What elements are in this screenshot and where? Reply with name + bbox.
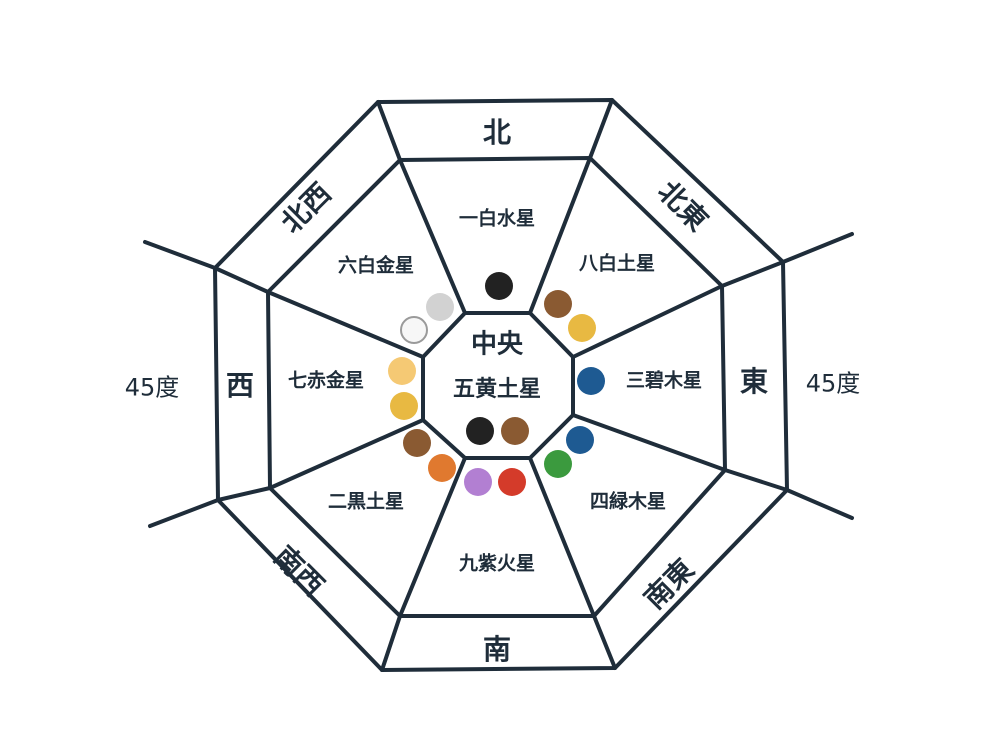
color-dot-south-purple (464, 468, 492, 496)
color-dot-northwest-grey (426, 293, 454, 321)
outer-divider-line (380, 614, 402, 672)
center-title: 中央 (470, 329, 524, 360)
star-south: 九紫火星 (458, 552, 536, 575)
outer-divider-line (592, 614, 617, 670)
color-dot-southeast-blue (566, 426, 594, 454)
angle-extension-line (148, 498, 220, 528)
inner-divider-line (266, 290, 425, 359)
star-west: 七赤金星 (287, 369, 365, 392)
center-star: 五黄土星 (452, 377, 542, 402)
star-southeast: 四緑木星 (589, 490, 667, 513)
direction-west: 西 (225, 369, 255, 402)
color-dot-northeast-yellow (568, 314, 596, 342)
color-dot-northeast-brown (544, 290, 572, 318)
inner-divider-line (571, 284, 724, 359)
outer-divider-line (216, 486, 272, 502)
inner-divider-line (398, 158, 467, 315)
inner-divider-line (398, 456, 467, 618)
outer-divider-line (723, 468, 789, 492)
direction-north: 北 (482, 116, 512, 149)
direction-south: 南 (482, 633, 512, 666)
color-dot-center-black (466, 417, 494, 445)
direction-east: 東 (739, 365, 769, 398)
color-dot-center-brown (501, 417, 529, 445)
outer-divider-line (588, 98, 614, 160)
star-southwest: 二黒土星 (327, 490, 405, 513)
angle-extension-line (143, 240, 217, 270)
color-dot-east-blue (577, 367, 605, 395)
inner-divider-line (528, 456, 596, 618)
color-dot-north-black (485, 272, 513, 300)
outer-divider-line (720, 260, 785, 288)
angle-extension-line (781, 232, 854, 264)
color-dot-west-light-yellow (388, 357, 416, 385)
outer-divider-line (213, 266, 270, 294)
inner-divider-line (268, 418, 425, 490)
angle-label-left: 45度 (124, 373, 180, 402)
angle-extension-line (785, 488, 854, 520)
star-east: 三碧木星 (625, 369, 703, 392)
star-northeast: 八白土星 (578, 252, 656, 275)
color-dot-west-yellow (390, 392, 418, 420)
color-dot-northwest-white (400, 316, 428, 344)
color-dot-southwest-orange (428, 454, 456, 482)
color-dot-southeast-green (544, 450, 572, 478)
inner-divider-line (528, 156, 592, 315)
outer-divider-line (376, 100, 402, 162)
angle-label-right: 45度 (805, 369, 861, 398)
star-north: 一白水星 (458, 207, 536, 230)
color-dot-south-red (498, 468, 526, 496)
color-dot-southwest-brown (403, 429, 431, 457)
star-northwest: 六白金星 (337, 254, 415, 277)
inner-divider-line (571, 413, 727, 472)
